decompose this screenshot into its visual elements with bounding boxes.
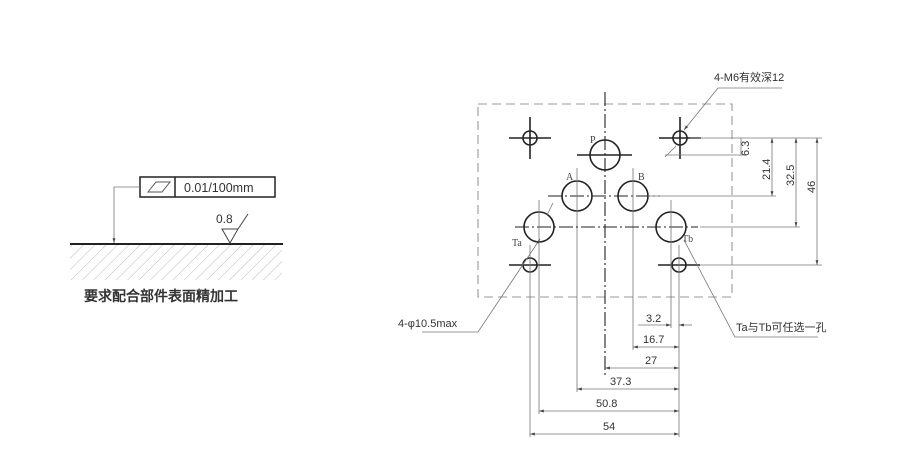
- tolerance-leader: [112, 186, 140, 243]
- thread-holes: [509, 117, 701, 437]
- port-B: B: [617, 168, 649, 350]
- port-label: A: [566, 172, 574, 183]
- port-Ta: Ta: [512, 200, 555, 414]
- dim-label: 54: [603, 421, 615, 433]
- caption: 要求配合部件表面精加工: [84, 288, 238, 304]
- flatness-spec: 0.01/100mm 0.8 要求配合部件表面精加工: [70, 176, 283, 304]
- vertical-dimensions: 6.3 21.4 32.5 46: [648, 137, 822, 266]
- thread-callout: 4-M6有效深12: [664, 70, 784, 158]
- port-label: Ta: [512, 238, 522, 249]
- mounting-pattern: P A B Ta Tb 6.3 21.4 32.5 46 3.2: [398, 70, 826, 437]
- thread-hole: [509, 245, 551, 437]
- port-diameter-callout: 4-φ10.5max: [398, 202, 554, 333]
- roughness-icon: [221, 213, 249, 245]
- dim-label: 16.7: [643, 334, 664, 346]
- dim-label: 21.4: [761, 159, 773, 180]
- roughness-value: 0.8: [216, 212, 233, 226]
- tank-port-callout: Ta与Tb可任选一孔: [683, 239, 826, 338]
- callout-label: Ta与Tb可任选一孔: [736, 321, 826, 334]
- horizontal-dimensions: 3.2 16.7 27 37.3 50.8 54: [530, 313, 692, 436]
- port-Tb: Tb: [655, 200, 693, 328]
- port-label: B: [638, 172, 645, 183]
- port-P: P: [577, 135, 632, 171]
- port-label: P: [590, 135, 596, 146]
- dim-label: 3.2: [646, 313, 661, 325]
- port-label: Tb: [682, 234, 693, 245]
- thread-hole: [658, 245, 700, 437]
- thread-hole: [509, 117, 551, 159]
- surface-hatch: [70, 245, 282, 280]
- dim-label: 32.5: [785, 165, 797, 186]
- port-A: A: [561, 168, 593, 392]
- tolerance-value: 0.01/100mm: [184, 181, 253, 195]
- dim-label: 6.3: [740, 141, 752, 156]
- dim-label: 27: [645, 355, 657, 367]
- callout-label: 4-M6有效深12: [714, 70, 784, 84]
- dim-label: 50.8: [596, 398, 617, 410]
- dim-label: 46: [806, 181, 818, 193]
- callout-label: 4-φ10.5max: [398, 318, 458, 330]
- dim-label: 37.3: [610, 376, 631, 388]
- flatness-icon: [146, 181, 172, 193]
